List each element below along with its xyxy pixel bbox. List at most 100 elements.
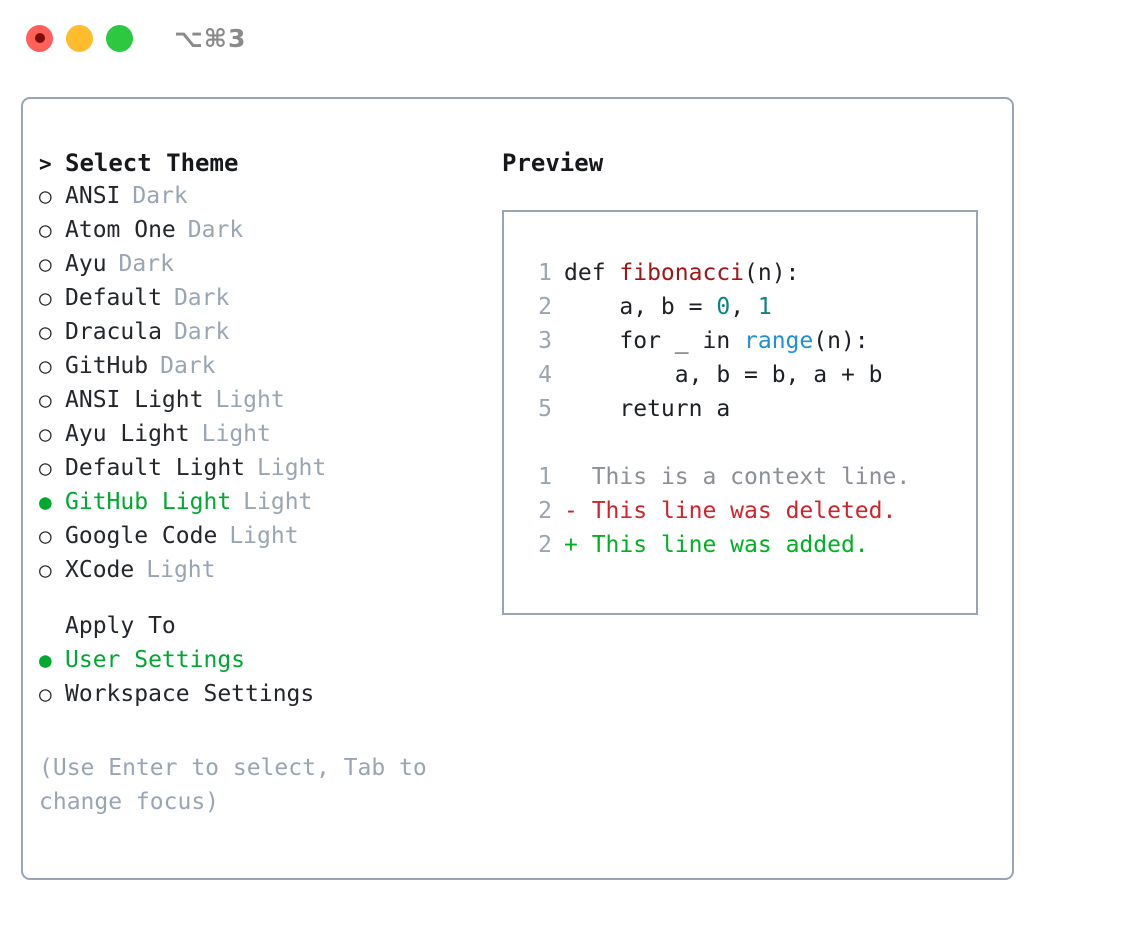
radio-unselected-icon[interactable]: ○	[39, 252, 52, 276]
apply-to-item[interactable]: ○Workspace Settings	[39, 681, 479, 715]
theme-variant-badge: Dark	[160, 353, 216, 379]
theme-name-label: Atom One	[65, 217, 176, 243]
diff-line: 1 This is a context line.	[524, 464, 976, 498]
theme-variant-badge: Light	[243, 489, 313, 515]
theme-name-label: ANSI	[65, 183, 121, 209]
line-number: 2	[538, 532, 552, 558]
theme-list-item[interactable]: ○ Ayu Dark	[39, 251, 479, 285]
radio-unselected-icon[interactable]: ○	[39, 456, 52, 480]
theme-list-item[interactable]: ○ Dracula Dark	[39, 319, 479, 353]
theme-list-item[interactable]: ○ ANSI Light Light	[39, 387, 479, 421]
theme-name-label: Ayu Light	[65, 421, 190, 447]
apply-to-marker-spacer	[39, 616, 65, 637]
radio-selected-icon[interactable]: ●	[39, 648, 52, 672]
line-number: 5	[538, 396, 552, 422]
code-token-plain: ,	[730, 294, 758, 320]
radio-unselected-icon[interactable]: ○	[39, 682, 52, 706]
theme-variant-badge: Dark	[132, 183, 188, 209]
apply-to-item[interactable]: ● User Settings	[39, 647, 479, 681]
code-token-fn: fibonacci	[619, 260, 745, 286]
theme-name-label: Default Light	[65, 455, 246, 481]
theme-variant-badge: Light	[146, 557, 216, 583]
prompt-icon: >	[39, 152, 52, 176]
theme-variant-badge: Dark	[118, 251, 174, 277]
window-controls	[26, 24, 133, 52]
diff-sign: +	[564, 532, 578, 558]
radio-unselected-icon[interactable]: ○	[39, 218, 52, 242]
theme-variant-badge: Light	[201, 421, 271, 447]
code-token-plain: (n):	[813, 328, 869, 354]
radio-unselected-icon[interactable]: ○	[39, 286, 52, 310]
keyboard-hint-text: (Use Enter to select, Tab to change focu…	[39, 755, 427, 815]
theme-name-label: XCode	[65, 557, 135, 583]
theme-selector-heading: > Select Theme	[39, 149, 479, 183]
keyboard-shortcut-label: ⌥⌘3	[174, 23, 247, 53]
code-line: 4 a, b = b, a + b	[524, 362, 976, 396]
close-button[interactable]	[26, 24, 53, 52]
diff-sign: -	[564, 498, 578, 524]
theme-list-item[interactable]: ○ XCode Light	[39, 557, 479, 591]
radio-unselected-icon[interactable]: ○	[39, 558, 52, 582]
code-diff-separator	[524, 430, 976, 464]
radio-selected-icon[interactable]: ●	[39, 490, 52, 514]
radio-unselected-icon[interactable]: ○	[39, 388, 52, 412]
code-line: 3 for _ in range(n):	[524, 328, 976, 362]
close-icon	[34, 33, 45, 43]
theme-name-label: Default	[65, 285, 162, 311]
radio-unselected-icon[interactable]: ○	[39, 422, 52, 446]
preview-title: Preview	[502, 149, 604, 177]
line-number: 2	[538, 294, 552, 320]
code-token-plain: a, b =	[564, 294, 717, 320]
diff-line: 2+ This line was added.	[524, 532, 976, 566]
theme-name-label: Dracula	[65, 319, 162, 345]
code-token-plain: (n):	[744, 260, 800, 286]
radio-unselected-icon[interactable]: ○	[39, 184, 52, 208]
theme-name-label: Ayu	[65, 251, 107, 277]
code-line: 2 a, b = 0, 1	[524, 294, 976, 328]
theme-variant-badge: Light	[215, 387, 285, 413]
theme-variant-badge: Dark	[173, 285, 230, 311]
theme-variant-badge: Light	[229, 523, 299, 549]
diff-text: This line was deleted.	[577, 498, 897, 524]
radio-unselected-icon[interactable]: ○	[39, 320, 52, 344]
radio-unselected-icon[interactable]: ○	[39, 354, 52, 378]
apply-to-heading: Apply To	[39, 613, 479, 647]
line-number: 1	[538, 464, 552, 490]
theme-name-label: ANSI Light	[65, 387, 204, 413]
diff-text: This is a context line.	[577, 464, 911, 490]
line-number: 2	[538, 498, 552, 524]
diff-sign	[564, 464, 578, 490]
apply-to-item-label: User Settings	[65, 647, 246, 673]
code-token-call: range	[744, 328, 814, 354]
theme-list-item[interactable]: ○ ANSI Dark	[39, 183, 479, 217]
theme-name-label: Google Code	[65, 523, 218, 549]
code-token-plain: a, b = b, a + b	[564, 362, 883, 388]
theme-name-label: GitHub Light	[65, 489, 232, 515]
theme-list-item[interactable]: ○ Google Code Light	[39, 523, 479, 557]
theme-list-item[interactable]: ○ Ayu Light Light	[39, 421, 479, 455]
maximize-button[interactable]	[106, 24, 133, 52]
line-number: 3	[538, 328, 552, 354]
theme-variant-badge: Dark	[173, 319, 230, 345]
page-title: Select Theme	[65, 149, 239, 177]
code-line: 1 def fibonacci(n):	[524, 260, 976, 294]
code-token-num: 1	[757, 294, 772, 320]
code-token-plain: def	[564, 260, 620, 286]
title-bar: ⌥⌘3	[0, 0, 1140, 76]
diff-line: 2- This line was deleted.	[524, 498, 976, 532]
code-line: 5 return a	[524, 396, 976, 430]
line-number: 1	[538, 260, 552, 286]
theme-list-item[interactable]: ● GitHub Light Light	[39, 489, 479, 523]
radio-unselected-icon[interactable]: ○	[39, 524, 52, 548]
minimize-button[interactable]	[66, 24, 93, 52]
apply-to-section: Apply To ● User Settings ○Workspace Settin…	[39, 613, 479, 715]
theme-list-item[interactable]: ○ Default Dark	[39, 285, 479, 319]
